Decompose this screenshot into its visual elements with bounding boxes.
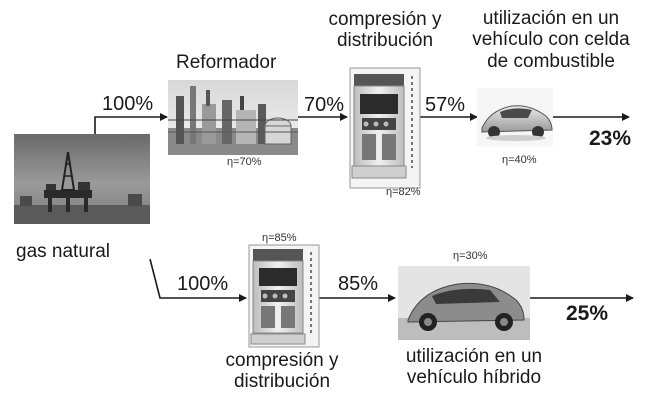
fuelcell-output-percent: 23% <box>589 127 632 150</box>
hybrid-output-percent: 25% <box>566 302 609 325</box>
offshore-platform-photo <box>14 134 150 224</box>
arrow-source-to-bottom-station <box>149 258 247 302</box>
reformer-refinery-photo <box>168 80 298 155</box>
fuelcell-vehicle-label-line2: vehículo con celda <box>472 29 630 51</box>
hybrid-vehicle-efficiency: η=30% <box>453 250 488 262</box>
top-station-efficiency: η=82% <box>386 186 421 198</box>
top-station-label-line2: distribución <box>336 30 434 52</box>
bottom-station-label-line1: compresión y <box>225 350 339 371</box>
flow-arrows <box>94 113 634 302</box>
fuelcell-vehicle-label-line3: de combustible <box>487 50 615 72</box>
bottom-station-efficiency: η=85% <box>262 232 297 244</box>
bottom-station-label-line2: distribución <box>233 371 331 393</box>
fuelcell-vehicle-photo <box>477 88 553 146</box>
fuelcell-vehicle-efficiency: η=40% <box>502 154 537 166</box>
hybrid-vehicle-label-line1: utilización en un <box>405 346 543 367</box>
top-station-pump-photo <box>349 67 421 189</box>
top-station-label-line1: compresión y <box>328 9 442 30</box>
hybrid-vehicle-label: utilización en un vehículo híbrido <box>389 346 559 389</box>
reformer-efficiency: η=70% <box>227 156 262 168</box>
reformer-label: Reformador <box>176 52 277 73</box>
bottom-station-label: compresión y distribución <box>212 350 352 393</box>
bottom-station-output-percent: 85% <box>338 273 379 295</box>
fuelcell-vehicle-label: utilización en un vehículo con celda de … <box>460 8 642 72</box>
bottom-station-pump-photo <box>248 244 320 348</box>
top-input-percent: 100% <box>102 93 154 115</box>
fuelcell-vehicle-label-line1: utilización en un <box>482 8 620 29</box>
reformer-output-percent: 70% <box>304 94 345 116</box>
hybrid-vehicle-label-line2: vehículo híbrido <box>406 367 542 389</box>
arrow-source-to-reformer <box>94 113 168 134</box>
bottom-input-percent: 100% <box>177 273 229 295</box>
hybrid-vehicle-photo <box>398 266 530 340</box>
top-station-label: compresión y distribución <box>325 9 445 52</box>
gas-natural-label: gas natural <box>16 241 111 262</box>
top-station-output-percent: 57% <box>425 94 466 116</box>
